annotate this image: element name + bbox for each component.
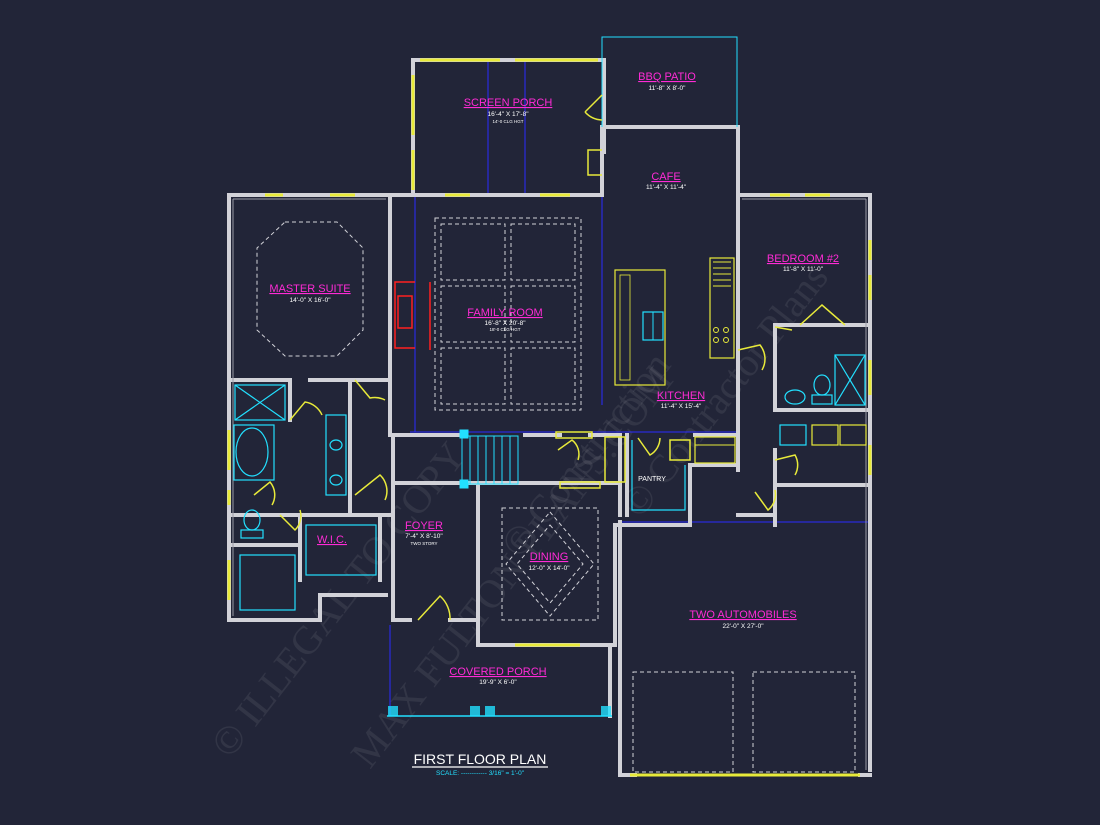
kitchen-label: KITCHEN: [657, 390, 705, 402]
kitchen-dim: 11'-4" X 15'-4": [661, 403, 702, 410]
bath-fixtures: [233, 354, 867, 611]
bbq-patio-dim: 11'-8" X 8'-0": [649, 85, 687, 92]
pantry-label: PANTRY: [638, 476, 666, 483]
covered-porch-dim: 19'-9" X 6'-0": [479, 679, 517, 686]
bedroom2-label: BEDROOM #2: [767, 253, 839, 265]
windows: [227, 58, 872, 777]
cafe-label: CAFE: [651, 171, 680, 183]
foyer-dim: 7'-4" X 8'-10": [405, 533, 443, 540]
foyer-label: FOYER: [405, 520, 443, 532]
bbq-patio-label: BBQ PATIO: [638, 71, 696, 83]
doors: [253, 94, 846, 621]
wic-label: W.I.C.: [317, 534, 347, 546]
room-labels: BBQ PATIO 11'-8" X 8'-0" SCREEN PORCH 16…: [269, 71, 839, 686]
dining-label: DINING: [530, 551, 569, 563]
screen-porch-note: 14'-0 CLG HGT: [492, 119, 523, 124]
guide-lines: [389, 60, 870, 716]
covered-porch-outline: [387, 706, 612, 717]
garage-label: TWO AUTOMOBILES: [689, 609, 796, 621]
walls: [227, 58, 872, 777]
family-room-dim: 16'-8" X 20'-8": [484, 320, 526, 327]
bedroom2-dim: 11'-8" X 11'-0": [783, 266, 824, 273]
dining-dim: 12'-0" X 14'-0": [528, 565, 570, 572]
bbq-patio-outline: [601, 36, 738, 127]
fireplace: [394, 281, 431, 350]
covered-porch-label: COVERED PORCH: [449, 666, 546, 678]
stairs: [459, 429, 519, 489]
screen-porch-dim: 16'-4" X 17'-8": [487, 111, 529, 118]
family-room-label: FAMILY ROOM: [467, 307, 542, 319]
family-room-note: 18'-0 CLG HGT: [489, 327, 520, 332]
ceiling-features: [256, 217, 856, 773]
plan-scale: SCALE: ------------ 3/16" = 1'-0": [436, 770, 525, 777]
plan-title-block: FIRST FLOOR PLAN SCALE: ------------ 3/1…: [412, 751, 548, 777]
screen-porch-label: SCREEN PORCH: [464, 97, 553, 109]
wall-inner-lines: [232, 198, 867, 770]
garage-dim: 22'-0" X 27'-0": [722, 623, 764, 630]
cafe-dim: 11'-4" X 11'-4": [646, 184, 687, 191]
kitchen-fixtures: [614, 257, 736, 464]
master-suite-dim: 14'-0" X 16'-0": [289, 297, 331, 304]
foyer-note: TWO STORY: [410, 541, 437, 546]
master-suite-label: MASTER SUITE: [269, 283, 350, 295]
plan-title: FIRST FLOOR PLAN: [414, 751, 547, 767]
